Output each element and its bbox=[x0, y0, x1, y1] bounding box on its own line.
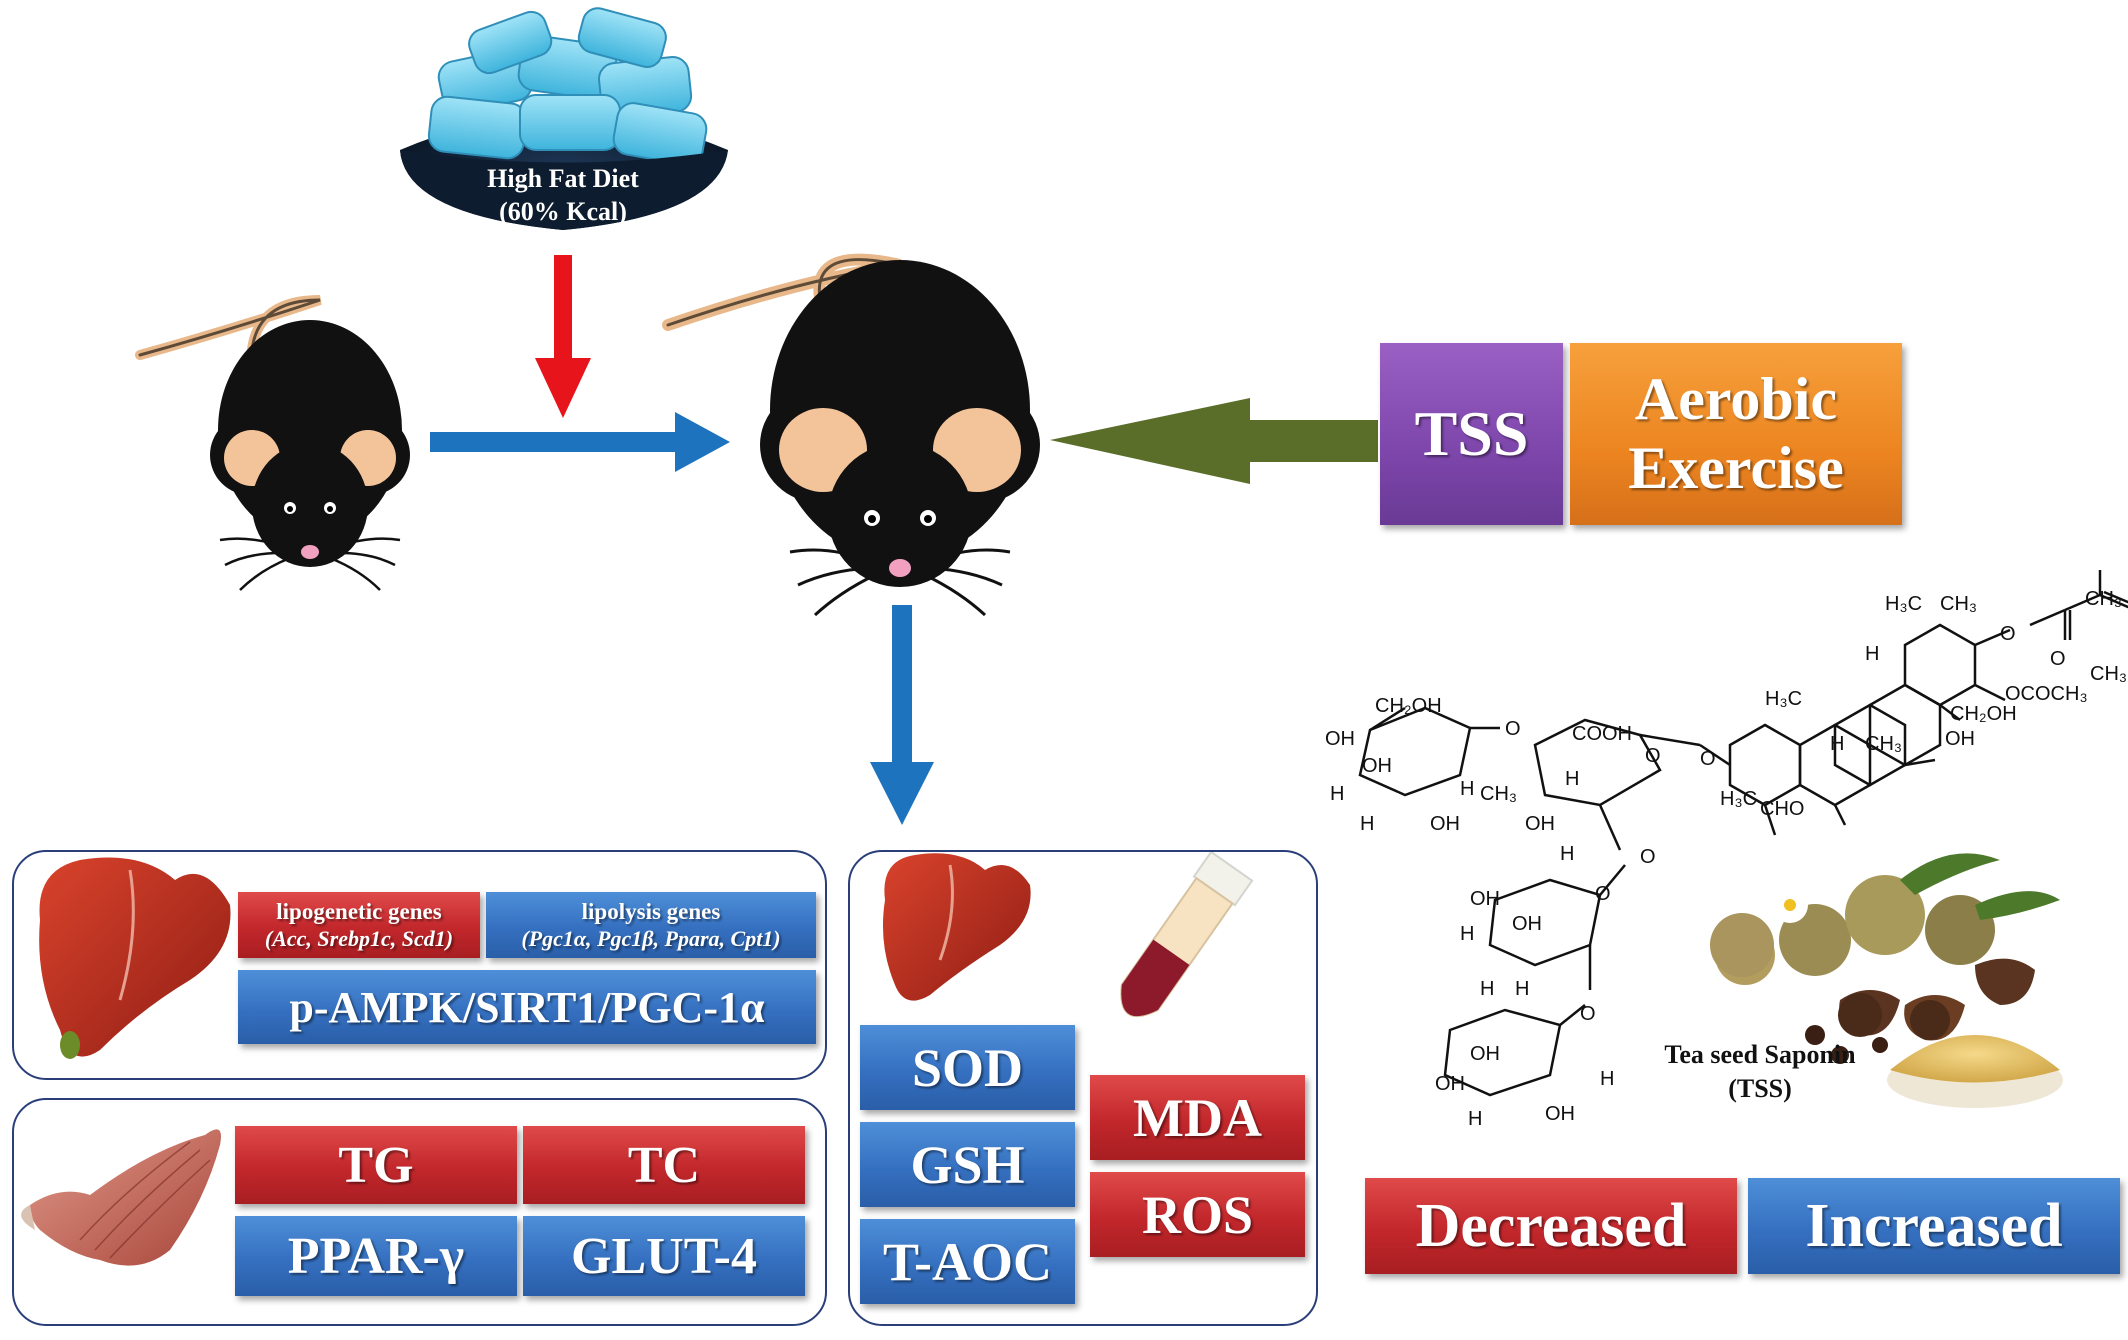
label-oh-9: OH bbox=[1545, 1103, 1575, 1125]
tss-box: TSS bbox=[1380, 343, 1563, 525]
exercise-line1: Aerobic bbox=[1634, 366, 1838, 432]
tss-powder-image bbox=[1887, 1035, 2063, 1108]
label-h-8: H bbox=[1515, 978, 1529, 1000]
label-ch3-1: CH₃ bbox=[1480, 783, 1517, 805]
ppar-box: PPAR-γ bbox=[235, 1216, 517, 1296]
normal-mouse-icon bbox=[135, 295, 410, 591]
tc-box: TC bbox=[523, 1126, 805, 1204]
label-h3c-1: H₃C bbox=[1720, 788, 1757, 810]
mda-box: MDA bbox=[1090, 1075, 1305, 1160]
glut-box: GLUT-4 bbox=[523, 1216, 805, 1296]
tg-box: TG bbox=[235, 1126, 517, 1204]
diet-arrow bbox=[535, 255, 591, 418]
label-cho: CHO bbox=[1760, 798, 1804, 820]
label-h-5: H bbox=[1560, 843, 1574, 865]
sod-box: SOD bbox=[860, 1025, 1075, 1110]
pathway-box: p-AMPK/SIRT1/PGC-1α bbox=[238, 970, 816, 1044]
liver-image bbox=[39, 857, 231, 1059]
label-o-5: O bbox=[1595, 883, 1611, 905]
label-h-7: H bbox=[1480, 978, 1494, 1000]
lipogenetic-genes: (Acc, Srebp1c, Scd1) bbox=[264, 925, 454, 951]
label-h-9: H bbox=[1600, 1068, 1614, 1090]
label-oh-6: OH bbox=[1512, 913, 1542, 935]
exercise-line2: Exercise bbox=[1628, 435, 1844, 501]
label-h-6: H bbox=[1460, 923, 1474, 945]
tea-seed-image bbox=[1710, 853, 2060, 1064]
label-o-7: O bbox=[2000, 623, 2016, 645]
label-o-4: O bbox=[1640, 846, 1656, 868]
legend-decreased: Decreased bbox=[1365, 1178, 1737, 1274]
label-oh-5: OH bbox=[1470, 888, 1500, 910]
label-ch3-3: CH₃ bbox=[1940, 593, 1977, 615]
label-ch3-4: CH₃ bbox=[2085, 588, 2122, 610]
lipogenetic-title: lipogenetic genes bbox=[276, 899, 442, 925]
label-oh-2: OH bbox=[1362, 755, 1392, 777]
obese-mouse-icon bbox=[662, 253, 1040, 617]
label-oh-8: OH bbox=[1435, 1073, 1465, 1095]
gsh-box: GSH bbox=[860, 1122, 1075, 1207]
label-cooh: COOH bbox=[1572, 723, 1632, 745]
treatment-arrow bbox=[1050, 398, 1378, 484]
legend-increased: Increased bbox=[1748, 1178, 2120, 1274]
diet-line1: High Fat Diet bbox=[487, 164, 639, 193]
label-h3c-2: H₃C bbox=[1765, 688, 1802, 710]
label-h-2: H bbox=[1360, 813, 1374, 835]
diet-line2: (60% Kcal) bbox=[499, 196, 627, 226]
label-o-1: O bbox=[1505, 718, 1521, 740]
muscle-panel bbox=[12, 1098, 827, 1326]
liver-gene-panel bbox=[12, 850, 827, 1080]
high-fat-diet-label: High Fat Diet (60% Kcal) bbox=[463, 163, 663, 228]
label-oh-4: OH bbox=[1525, 813, 1555, 835]
taoc-box: T-AOC bbox=[860, 1219, 1075, 1304]
label-ch2oh-2: CH₂OH bbox=[1950, 703, 2017, 725]
lipogenetic-genes-box: lipogenetic genes (Acc, Srebp1c, Scd1) bbox=[238, 892, 480, 958]
tss-caption-line1: Tea seed Saponin bbox=[1664, 1040, 1856, 1069]
label-ch3-5: CH₃ bbox=[2090, 663, 2127, 685]
label-ch3-2: CH₃ bbox=[1865, 733, 1902, 755]
label-oh-3: OH bbox=[1430, 813, 1460, 835]
lipolysis-genes: (Pgc1α, Pgc1β, Ppara, Cpt1) bbox=[521, 925, 781, 951]
progression-arrow bbox=[430, 412, 730, 472]
label-o-2: O bbox=[1645, 745, 1661, 767]
label-oh-7: OH bbox=[1470, 1043, 1500, 1065]
tss-caption: Tea seed Saponin (TSS) bbox=[1620, 1038, 1900, 1106]
high-fat-diet-image bbox=[398, 5, 728, 235]
label-o-8: O bbox=[2050, 648, 2066, 670]
label-oh-1: OH bbox=[1325, 728, 1355, 750]
tss-caption-line2: (TSS) bbox=[1728, 1073, 1792, 1103]
label-o-3: O bbox=[1700, 748, 1716, 770]
label-h-11: H bbox=[1830, 733, 1844, 755]
aerobic-exercise-box: Aerobic Exercise bbox=[1570, 343, 1902, 525]
tss-chemical-structure bbox=[1358, 570, 2128, 1097]
label-ch2oh-1: CH₂OH bbox=[1375, 695, 1442, 717]
oxidative-stress-panel bbox=[848, 850, 1318, 1326]
label-h-1: H bbox=[1330, 783, 1344, 805]
lipolysis-title: lipolysis genes bbox=[581, 899, 721, 925]
label-ococh3: OCOCH₃ bbox=[2005, 683, 2088, 705]
label-o-6: O bbox=[1580, 1003, 1596, 1025]
lipolysis-genes-box: lipolysis genes (Pgc1α, Pgc1β, Ppara, Cp… bbox=[486, 892, 816, 958]
label-h-12: H bbox=[1865, 643, 1879, 665]
liver-small-image bbox=[882, 853, 1031, 1001]
label-h-3: H bbox=[1460, 778, 1474, 800]
muscle-image bbox=[21, 1129, 221, 1266]
chem-labels: CH₂OH OH OH H H OH H O COOH CH₃ O H OH H… bbox=[1325, 588, 2127, 1130]
label-h3c-3: H₃C bbox=[1885, 593, 1922, 615]
ros-box: ROS bbox=[1090, 1172, 1305, 1257]
label-h-4: H bbox=[1565, 768, 1579, 790]
label-h-10: H bbox=[1468, 1108, 1482, 1130]
blood-tube-image bbox=[1120, 850, 1254, 1018]
label-oh-10: OH bbox=[1945, 728, 1975, 750]
outcome-arrow bbox=[870, 605, 934, 825]
